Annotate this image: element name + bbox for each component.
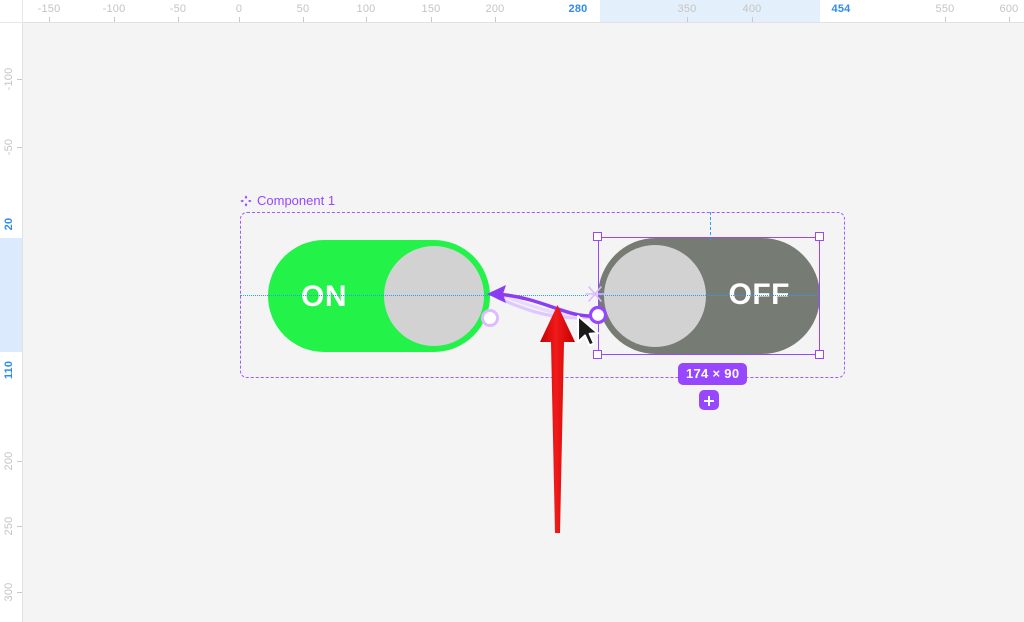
- ruler-h-label-3: 0: [235, 3, 243, 15]
- ruler-horizontal-highlight: [600, 0, 820, 22]
- ruler-h-label-6: 150: [421, 3, 441, 15]
- ruler-h-tick-6: [431, 17, 432, 22]
- toggle-switch-on[interactable]: ON: [268, 240, 490, 352]
- ruler-h-tick-13: [1009, 17, 1010, 22]
- ruler-h-label-1: -100: [102, 3, 126, 15]
- ruler-h-label-12: 550: [935, 3, 955, 15]
- ruler-h-tick-0: [49, 17, 50, 22]
- alignment-guide-horizontal: [240, 295, 588, 296]
- resize-handle-bottom-right[interactable]: [815, 350, 824, 359]
- ruler-vertical-highlight: [0, 238, 22, 352]
- ruler-h-tick-12: [945, 17, 946, 22]
- ruler-horizontal[interactable]: -150 -100 -50 0 50 100 150 200 280 350 400 454 550 60…: [23, 0, 1024, 23]
- ruler-v-tick-4: [17, 461, 22, 462]
- ruler-vertical[interactable]: -100 -50 20 110 200 250 300: [0, 23, 23, 622]
- ruler-v-label-2: 20: [3, 217, 15, 231]
- ruler-h-tick-3: [239, 17, 240, 22]
- alignment-guide-vertical: [710, 212, 711, 240]
- ruler-v-label-4: 200: [3, 451, 15, 471]
- ruler-v-label-5: 250: [3, 516, 15, 536]
- ruler-v-label-6: 300: [3, 582, 15, 602]
- resize-handle-top-left[interactable]: [593, 232, 602, 241]
- ruler-v-tick-5: [17, 526, 22, 527]
- toggle-on-knob: [384, 246, 484, 346]
- ruler-h-label-13: 600: [999, 3, 1019, 15]
- component-name-text: Component 1: [257, 193, 336, 208]
- ruler-v-tick-1: [17, 147, 22, 148]
- ruler-h-tick-10: [752, 17, 753, 22]
- canvas-viewport[interactable]: [23, 23, 1024, 622]
- ruler-v-tick-0: [17, 79, 22, 80]
- ruler-h-label-2: -50: [169, 3, 187, 15]
- ruler-h-label-8: 280: [568, 3, 588, 15]
- mouse-cursor-arrow-pointer-icon: [576, 315, 600, 347]
- selection-size-badge: 174 × 90: [678, 363, 748, 385]
- ruler-h-label-9: 350: [677, 3, 697, 15]
- ruler-corner[interactable]: [0, 0, 23, 23]
- toggle-off-label: OFF: [728, 278, 790, 311]
- ruler-v-tick-6: [17, 592, 22, 593]
- component-diamond-icon: [240, 194, 252, 207]
- add-component-variant-button[interactable]: [699, 390, 719, 410]
- component-label[interactable]: Component 1: [240, 193, 335, 208]
- alignment-guide-horizontal-right: [600, 295, 820, 296]
- selection-bounding-box: [598, 237, 820, 355]
- ruler-h-label-5: 100: [356, 3, 376, 15]
- ruler-h-tick-9: [687, 17, 688, 22]
- toggle-on-label: ON: [301, 280, 347, 313]
- ruler-h-label-4: 50: [296, 3, 310, 15]
- ruler-v-label-1: -50: [3, 138, 15, 156]
- toggle-off-knob: [604, 245, 706, 347]
- annotation-arrow-up: [540, 305, 575, 533]
- ruler-h-tick-4: [303, 17, 304, 22]
- resize-handle-top-right[interactable]: [815, 232, 824, 241]
- ruler-h-tick-1: [114, 17, 115, 22]
- toggle-switch-off[interactable]: OFF: [598, 238, 820, 354]
- ruler-v-label-3: 110: [3, 360, 15, 380]
- ruler-h-label-7: 200: [485, 3, 505, 15]
- ruler-h-tick-5: [366, 17, 367, 22]
- ruler-h-label-10: 400: [742, 3, 762, 15]
- ruler-h-label-11: 454: [831, 3, 851, 15]
- resize-handle-bottom-left[interactable]: [593, 350, 602, 359]
- plus-icon: [703, 394, 715, 406]
- ruler-h-tick-2: [178, 17, 179, 22]
- ruler-h-tick-7: [495, 17, 496, 22]
- ruler-h-label-0: -150: [37, 3, 61, 15]
- ruler-v-label-0: -100: [3, 67, 15, 91]
